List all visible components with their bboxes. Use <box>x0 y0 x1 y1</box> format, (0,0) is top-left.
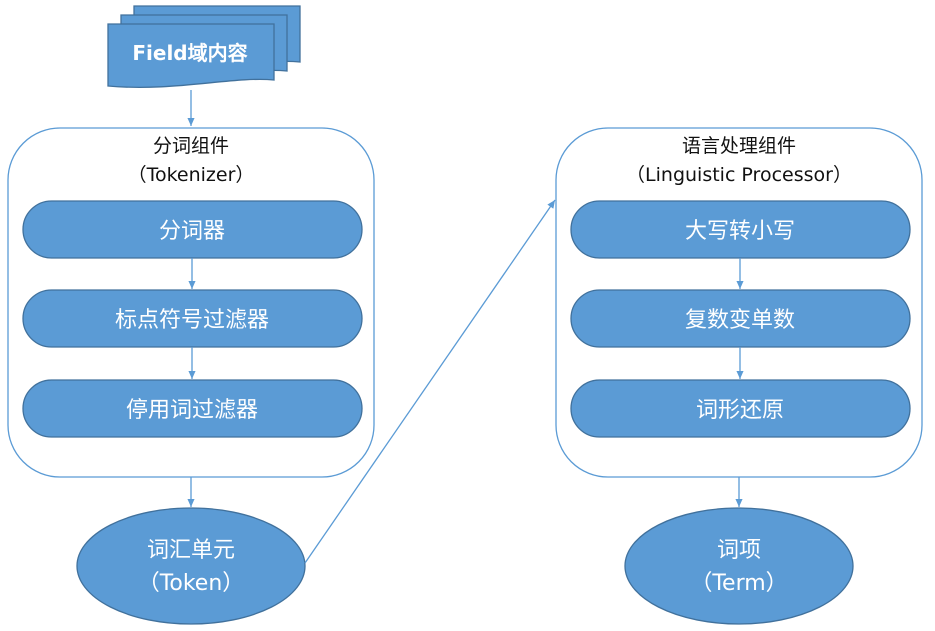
arrow-token-to-linguistic <box>304 199 556 564</box>
linguistic-group: 语言处理组件 （Linguistic Processor） 大写转小写 复数变单… <box>555 127 923 478</box>
token-node: 词汇单元 （Token） <box>76 507 306 625</box>
document-label: Field域内容 <box>132 41 247 65</box>
token-label-line2: （Token） <box>138 571 245 596</box>
tokenizer-step-label: 停用词过滤器 <box>126 398 258 423</box>
term-label-line1: 词项 <box>717 538 761 563</box>
tokenizer-title: 分词组件 <box>153 135 229 157</box>
document-front-sheet <box>107 23 275 89</box>
linguistic-step-label: 大写转小写 <box>685 219 795 244</box>
tokenizer-group: 分词组件 （Tokenizer） 分词器 标点符号过滤器 停用词过滤器 <box>7 127 375 478</box>
term-label-line2: （Term） <box>690 571 787 596</box>
term-ellipse <box>624 507 854 625</box>
linguistic-title: 语言处理组件 <box>682 135 796 157</box>
token-label-line1: 词汇单元 <box>147 538 235 563</box>
linguistic-subtitle: （Linguistic Processor） <box>626 164 852 186</box>
tokenizer-subtitle: （Tokenizer） <box>128 164 255 186</box>
tokenizer-step-label: 标点符号过滤器 <box>115 308 269 333</box>
tokenizer-step-shape <box>22 379 363 438</box>
linguistic-step-label: 复数变单数 <box>685 308 795 333</box>
token-ellipse <box>76 507 306 625</box>
linguistic-step-shape <box>570 379 911 438</box>
field-content-document: Field域内容 <box>107 5 301 89</box>
linguistic-step-label: 词形还原 <box>696 398 784 423</box>
term-node: 词项 （Term） <box>624 507 854 625</box>
tokenizer-step-label: 分词器 <box>159 219 225 244</box>
